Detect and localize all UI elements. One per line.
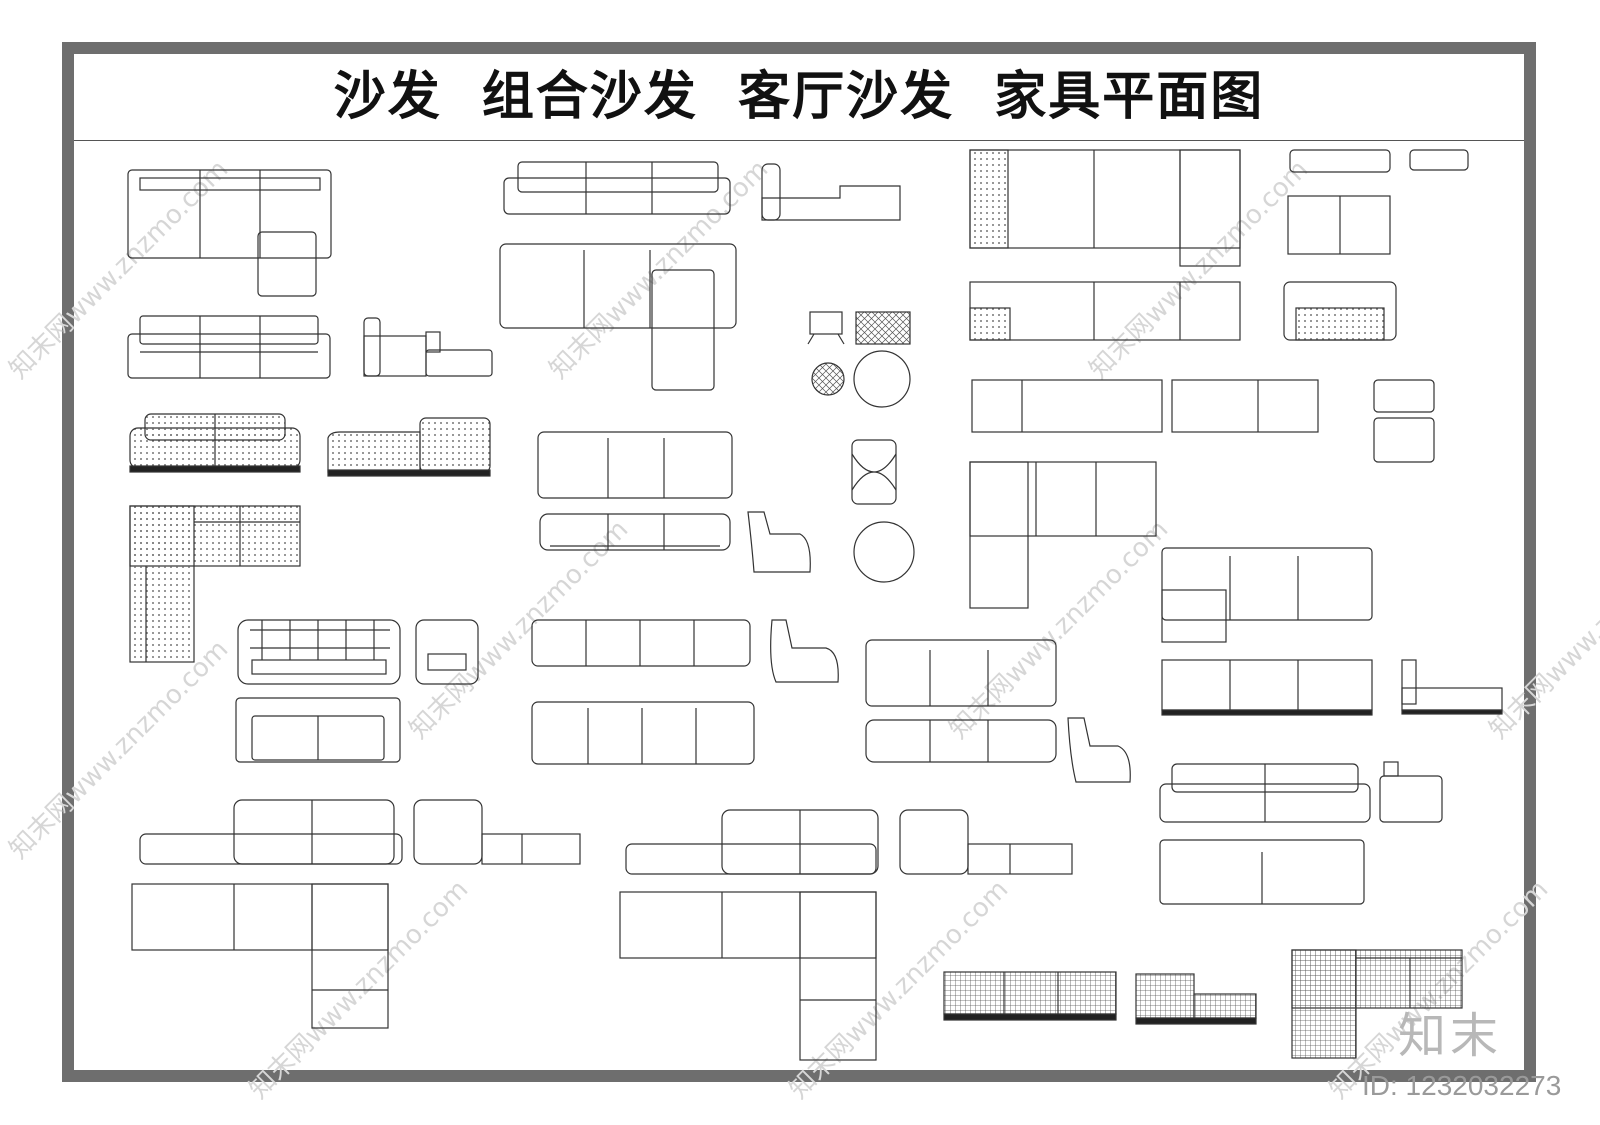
hatched-chaise-side (1135, 973, 1257, 1025)
chaise-side-small (761, 163, 901, 221)
wide-sofa-plan (865, 639, 1057, 707)
chaise-sofa-plan (499, 243, 737, 391)
four-seat-sofa-plan (531, 701, 755, 765)
watermark-text: 知末网www.znzmo.com (4, 634, 235, 865)
fabric-chaise-side (327, 417, 491, 477)
wide-sofa-front (865, 719, 1057, 763)
corner-sofa-plan (969, 461, 1157, 609)
side-table-front (807, 311, 845, 345)
hatched-sofa-front (943, 971, 1117, 1021)
title-bar: 沙发 组合沙发 客厅沙发 家具平面图 (74, 54, 1524, 141)
slim-loveseat-front (1171, 379, 1319, 433)
modular-sofa-front-2 (625, 809, 1073, 875)
chaise-side-view (363, 317, 493, 377)
hatched-l-sofa-plan (1291, 949, 1463, 1059)
platform-sofa-front (1161, 659, 1373, 716)
chesterfield-sofa-plan (235, 697, 401, 763)
end-table-front (1379, 761, 1443, 823)
armchair-side (747, 511, 811, 573)
chesterfield-sofa-front (237, 619, 401, 685)
fabric-sofa-front (129, 413, 301, 473)
woven-stool-front (855, 311, 911, 345)
three-seat-sofa-front (127, 315, 331, 379)
drawing-title: 沙发 组合沙发 客厅沙发 家具平面图 (333, 67, 1265, 127)
modular-sofa-plan-2 (619, 891, 877, 1061)
platform-chaise-side (1401, 659, 1503, 715)
fabric-l-sofa-plan (129, 505, 301, 663)
rolled-arm-sofa-plan (537, 431, 733, 499)
armchair-side-2 (1067, 717, 1131, 783)
lounge-chair-side (770, 619, 839, 683)
ottoman-plan (1287, 195, 1391, 255)
round-stool-plan (853, 521, 915, 583)
large-l-sofa-plan (969, 149, 1241, 267)
long-sofa-front (969, 281, 1241, 341)
sofa-front-large (503, 161, 731, 215)
cubes-plan (1373, 379, 1435, 463)
ottoman-front (1289, 149, 1469, 173)
four-seat-sofa-front (531, 619, 751, 667)
brand-watermark: 知末 (1398, 1008, 1503, 1064)
image-id-label: ID: 1232032273 (1362, 1070, 1562, 1101)
drum-stool-front (851, 439, 897, 505)
l-sofa-plan (127, 169, 332, 297)
modular-sofa-plan-1 (131, 883, 389, 1029)
modular-sofa-front-1 (139, 799, 581, 865)
watermark-text: 知末网www.znzmo.com (404, 514, 635, 745)
drawing-frame: 沙发 组合沙发 客厅沙发 家具平面图 (62, 42, 1536, 1082)
chesterfield-chair-front (415, 619, 479, 685)
fabric-chair-front (1283, 281, 1397, 341)
chaise-l-sofa-plan (1161, 547, 1373, 643)
watermark-text: 知末网www.znzmo.com (944, 514, 1175, 745)
modern-sofa-plan (1159, 839, 1365, 905)
woven-stool-plan (811, 362, 845, 396)
modern-sofa-front (1159, 763, 1371, 823)
slim-sofa-front (971, 379, 1163, 433)
watermark-text: 知末网www.znzmo.com (1084, 154, 1315, 385)
drawing-sheet: 沙发 组合沙发 客厅沙发 家具平面图 (74, 54, 1524, 1070)
rolled-arm-sofa-front (539, 513, 731, 551)
round-table-plan (853, 350, 911, 408)
